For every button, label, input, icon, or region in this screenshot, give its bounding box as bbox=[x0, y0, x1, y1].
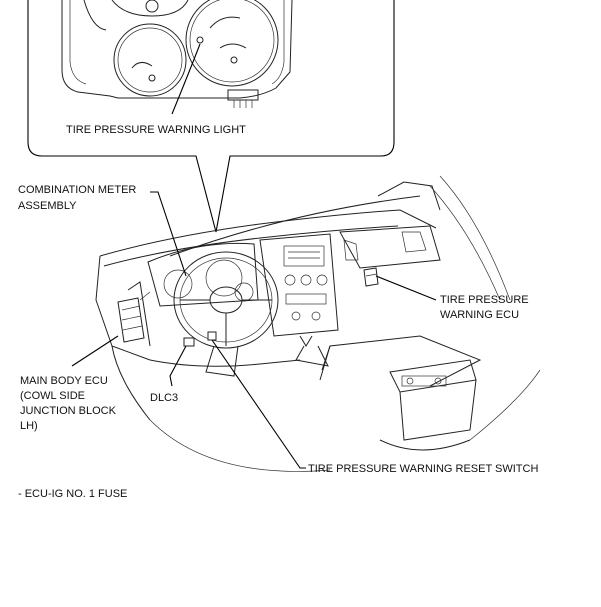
leader-lines bbox=[71, 191, 437, 469]
label-main-body-ecu-line1: MAIN BODY ECU bbox=[20, 375, 108, 387]
dlc3-part bbox=[183, 337, 195, 347]
label-main-body-ecu-line2: (COWL SIDE bbox=[20, 390, 85, 402]
label-dlc3: DLC3 bbox=[150, 392, 178, 404]
meter-connector bbox=[227, 89, 259, 108]
label-reset-switch: TIRE PRESSURE WARNING RESET SWITCH bbox=[308, 463, 538, 475]
label-combination-meter-line1: COMBINATION METER bbox=[18, 184, 136, 196]
tpw-ecu-part bbox=[363, 267, 379, 287]
label-main-body-ecu-line3: JUNCTION BLOCK bbox=[20, 405, 117, 417]
zoomed-combination-meter bbox=[61, 0, 293, 115]
label-combination-meter-line2: ASSEMBLY bbox=[18, 200, 77, 212]
label-tire-pressure-warning-light: TIRE PRESSURE WARNING LIGHT bbox=[66, 124, 246, 136]
dashboard-illustration bbox=[95, 175, 541, 472]
fuse-note: - ECU-IG NO. 1 FUSE bbox=[18, 488, 127, 500]
callout-box bbox=[27, 0, 395, 233]
label-tpw-ecu-line1: TIRE PRESSURE bbox=[440, 294, 529, 306]
main-body-ecu-part bbox=[117, 297, 145, 343]
reset-switch-part bbox=[207, 331, 217, 341]
label-main-body-ecu-line4: LH) bbox=[20, 420, 38, 432]
label-tpw-ecu-line2: WARNING ECU bbox=[440, 309, 519, 321]
